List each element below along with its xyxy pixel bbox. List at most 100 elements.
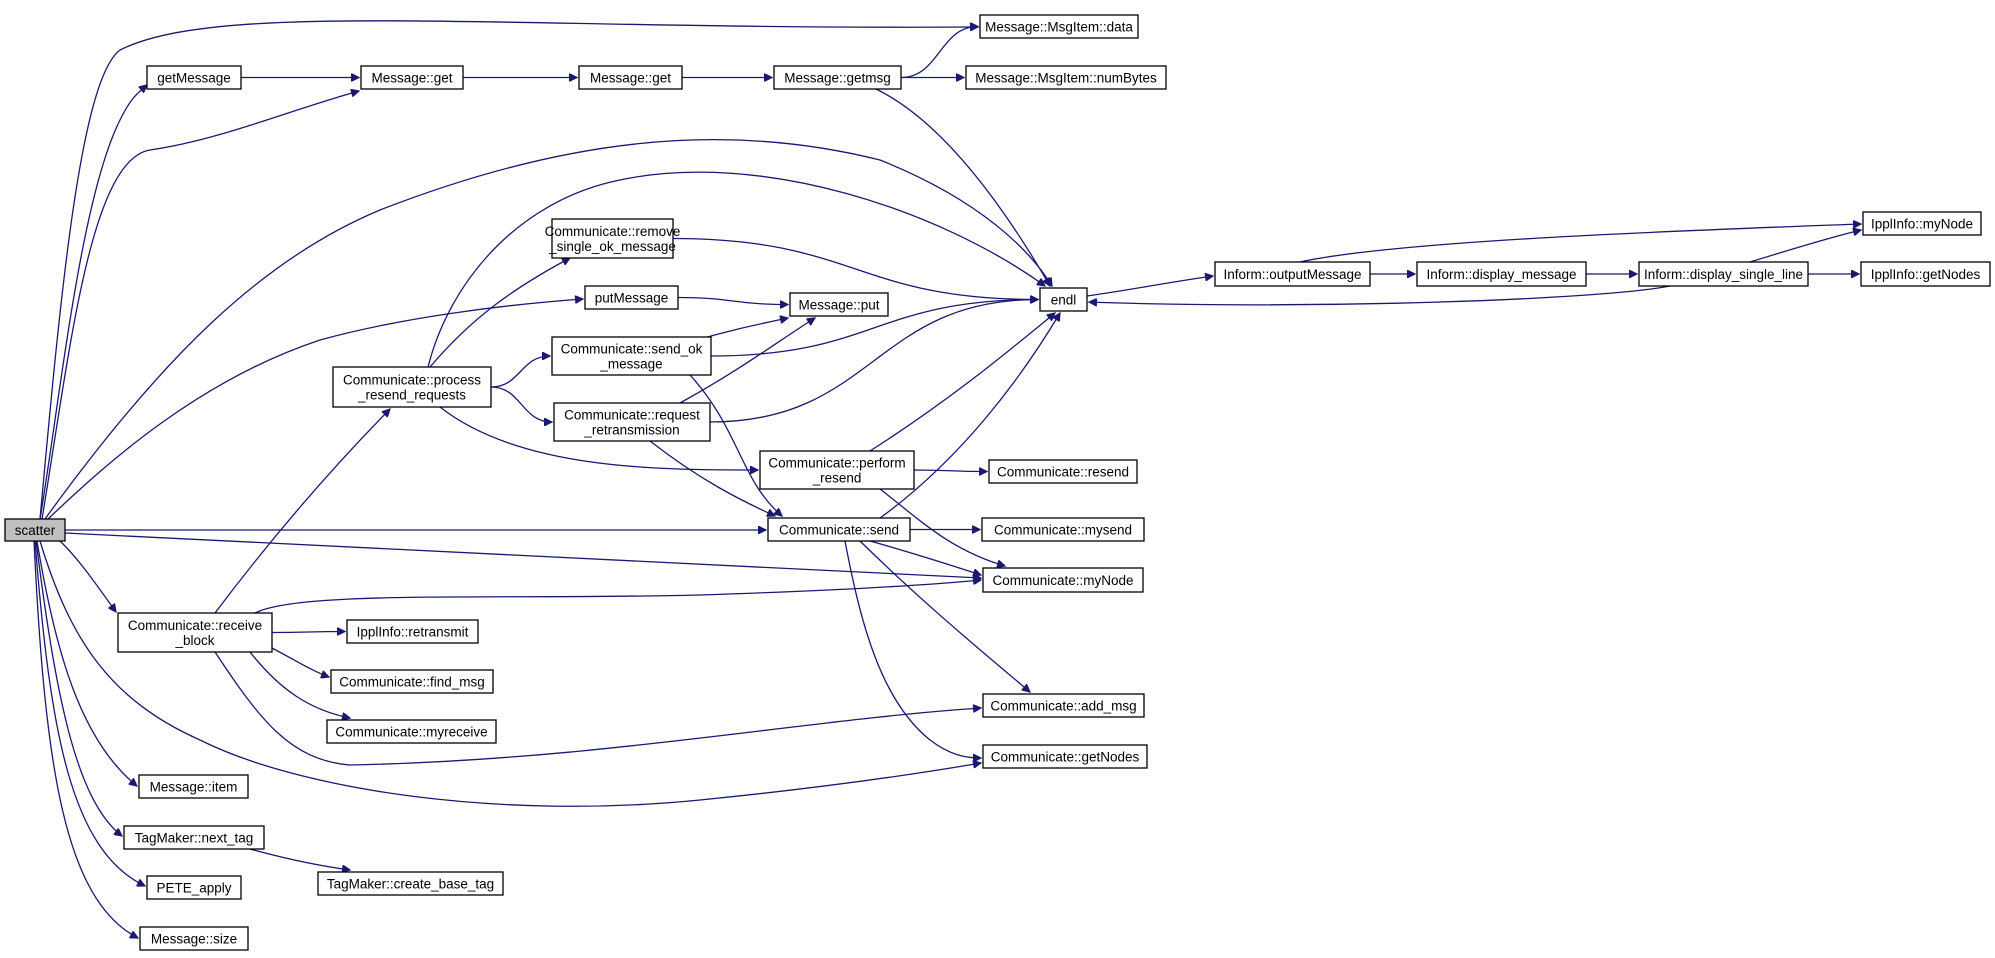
edge-line <box>33 540 138 938</box>
node-label: _resend <box>812 471 862 486</box>
node-send[interactable]: Communicate::send <box>767 517 911 542</box>
call-edge-send-to-comm_mynode <box>869 540 981 575</box>
node-msgitem[interactable]: Message::item <box>138 774 249 799</box>
node-box <box>1638 261 1809 287</box>
node-label: Message::getmsg <box>784 71 891 86</box>
edge-line <box>47 299 583 520</box>
node-msgitem_numbytes[interactable]: Message::MsgItem::numBytes <box>965 65 1167 90</box>
edge-line <box>249 651 350 718</box>
call-edge-send_ok-to-send <box>689 374 782 516</box>
node-label: Communicate::mysend <box>994 523 1132 538</box>
node-mysend[interactable]: Communicate::mysend <box>981 517 1145 542</box>
node-box <box>553 402 711 442</box>
node-msgget1[interactable]: Message::get <box>360 65 464 90</box>
edge-line <box>39 20 978 520</box>
node-box <box>1214 261 1371 287</box>
node-scatter[interactable]: scatter <box>4 518 66 542</box>
node-label: Communicate::send <box>779 523 899 538</box>
edge-line <box>710 300 1038 357</box>
node-send_ok[interactable]: Communicate::send_ok_message <box>551 336 712 376</box>
call-edge-send-to-endl <box>879 313 1060 519</box>
node-endl[interactable]: endl <box>1039 287 1088 312</box>
call-edge-process_resend-to-perform_resend <box>439 406 758 470</box>
node-box <box>4 518 66 542</box>
node-box <box>146 65 242 90</box>
node-resend[interactable]: Communicate::resend <box>988 459 1138 484</box>
nodes-layer: scatter getMessage Message::get Message::ge… <box>4 14 1991 951</box>
node-process_resend[interactable]: Communicate::process_resend_requests <box>332 366 492 408</box>
node-msgitem_data[interactable]: Message::MsgItem::data <box>979 14 1139 39</box>
node-label: Inform::outputMessage <box>1223 267 1361 282</box>
node-comm_mynode[interactable]: Communicate::myNode <box>982 567 1144 593</box>
node-getmsg[interactable]: Message::getmsg <box>773 65 902 90</box>
node-box <box>1862 211 1982 236</box>
edge-line <box>271 647 329 677</box>
edge-line <box>1086 276 1213 297</box>
node-label: _single_ok_message <box>548 239 676 254</box>
node-msgput[interactable]: Message::put <box>789 292 889 317</box>
call-edge-putMessage-to-msgput <box>677 296 788 305</box>
call-edge-scatter-to-pete_apply <box>34 540 145 886</box>
node-label: Message::get <box>590 71 671 86</box>
node-ippl_retransmit[interactable]: IpplInfo::retransmit <box>346 619 479 644</box>
call-edge-perform_resend-to-resend <box>913 470 987 472</box>
node-label: Message::item <box>150 780 238 795</box>
edge-line <box>900 27 978 79</box>
node-label: IpplInfo::retransmit <box>357 625 469 640</box>
edge-line <box>427 171 1045 368</box>
node-label: IpplInfo::myNode <box>1871 217 1973 232</box>
node-label: IpplInfo::getNodes <box>1871 267 1981 282</box>
node-label: Message::get <box>371 71 452 86</box>
edge-line <box>1749 230 1861 263</box>
node-ippl_mynode[interactable]: IpplInfo::myNode <box>1862 211 1982 236</box>
node-request_retrans[interactable]: Communicate::request_retransmission <box>553 402 711 442</box>
node-create_base_tag[interactable]: TagMaker::create_base_tag <box>317 871 504 896</box>
edge-line <box>64 532 981 578</box>
call-edge-receive_block-to-myreceive <box>249 651 350 718</box>
call-edge-scatter-to-receive_block <box>59 540 116 612</box>
node-putMessage[interactable]: putMessage <box>584 285 679 310</box>
node-comm_getnodes[interactable]: Communicate::getNodes <box>982 744 1148 769</box>
call-edge-send_ok-to-endl <box>710 300 1038 357</box>
node-add_msg[interactable]: Communicate::add_msg <box>982 693 1145 718</box>
node-pete_apply[interactable]: PETE_apply <box>146 875 242 900</box>
call-edge-send-to-add_msg <box>859 540 1030 692</box>
node-msgget2[interactable]: Message::get <box>578 65 683 90</box>
node-label: endl <box>1051 293 1077 308</box>
node-msgsize[interactable]: Message::size <box>139 926 249 951</box>
edge-line <box>879 313 1060 519</box>
call-edge-scatter-to-msgitem <box>36 540 137 786</box>
call-edge-receive_block-to-add_msg <box>214 651 981 766</box>
node-receive_block[interactable]: Communicate::receive_block <box>117 612 273 653</box>
edge-line <box>41 91 359 520</box>
node-label: _resend_requests <box>357 388 466 403</box>
node-perform_resend[interactable]: Communicate::perform_resend <box>759 450 915 490</box>
node-ippl_getnodes[interactable]: IpplInfo::getNodes <box>1860 261 1991 287</box>
node-label: Communicate::remove <box>545 224 681 239</box>
node-remove_ok[interactable]: Communicate::remove_single_ok_message <box>545 218 681 259</box>
call-edge-request_retrans-to-send <box>649 440 775 516</box>
node-find_msg[interactable]: Communicate::find_msg <box>330 669 494 694</box>
node-outputMessage[interactable]: Inform::outputMessage <box>1214 261 1371 287</box>
node-getMessage[interactable]: getMessage <box>146 65 242 90</box>
node-box <box>759 450 915 490</box>
edge-line <box>869 313 1055 452</box>
call-edge-receive_block-to-comm_mynode <box>254 580 981 614</box>
node-box <box>326 719 497 744</box>
node-box <box>988 459 1138 484</box>
node-label: Message::MsgItem::data <box>985 20 1133 35</box>
node-label: TagMaker::next_tag <box>135 831 254 846</box>
call-edge-scatter-to-endl <box>44 138 1052 520</box>
edge-line <box>672 237 1038 300</box>
edge-line <box>490 356 550 388</box>
call-edge-display_single_line-to-endl <box>1089 285 1671 305</box>
node-myreceive[interactable]: Communicate::myreceive <box>326 719 497 744</box>
node-label: TagMaker::create_base_tag <box>327 877 494 892</box>
call-edge-receive_block-to-ippl_retransmit <box>271 632 345 633</box>
node-display_single_line[interactable]: Inform::display_single_line <box>1638 261 1809 287</box>
call-edge-scatter-to-msgget1 <box>41 91 359 520</box>
node-display_message[interactable]: Inform::display_message <box>1416 261 1587 287</box>
node-next_tag[interactable]: TagMaker::next_tag <box>123 825 265 850</box>
edge-line <box>59 540 116 612</box>
node-label: Message::MsgItem::numBytes <box>975 71 1157 86</box>
